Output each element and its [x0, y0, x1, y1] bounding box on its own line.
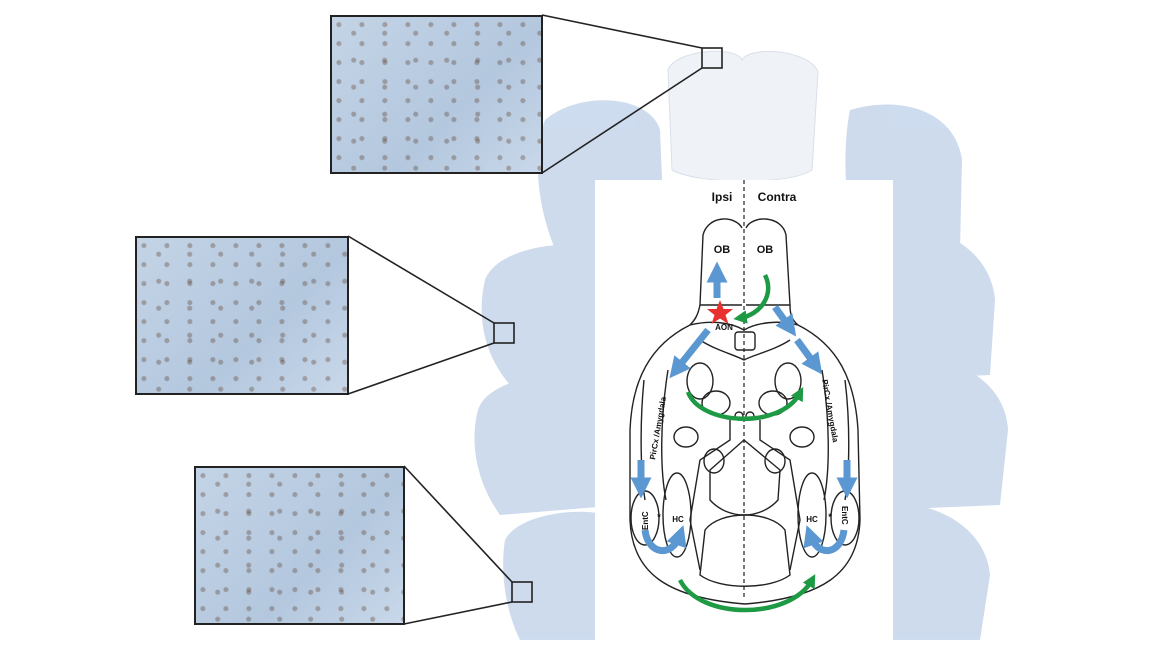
arrow-commissural-anterior [685, 387, 804, 422]
hc-right-label: HC [806, 515, 818, 524]
ipsi-label: Ipsi [712, 190, 733, 204]
injection-site-star-icon [707, 300, 733, 324]
arrow-contra-to-pircx-right [794, 337, 823, 375]
arrow-aon-to-pircx-left [669, 327, 711, 379]
asterisk-right: * [828, 512, 832, 522]
section-left-4 [503, 511, 618, 640]
section-left-2 [481, 244, 625, 385]
brain-outline [629, 304, 861, 605]
inset-marker-2 [493, 322, 515, 344]
ob-left-label: OB [714, 244, 731, 256]
micrograph-inset-2 [135, 236, 349, 395]
micrograph-inset-3 [194, 466, 405, 625]
micrograph-inset-1 [330, 15, 543, 174]
section-right-4 [870, 502, 990, 640]
inset-marker-1 [701, 47, 723, 69]
section-right-3 [880, 355, 1008, 510]
arrow-contra-ob-to-aon [733, 273, 771, 324]
inset-marker-3 [511, 581, 533, 603]
aon-label: AON [715, 323, 733, 332]
hc-left-region [662, 472, 692, 558]
olfactory-bulb-left [699, 218, 743, 306]
olfactory-bulb-right [745, 218, 791, 306]
arrow-commissural-posterior [677, 574, 816, 613]
hc-right-region [797, 472, 827, 558]
entc-right-label: EntC [840, 506, 849, 525]
section-right-2 [870, 225, 995, 380]
section-left-3 [474, 372, 622, 515]
ob-right-label: OB [757, 244, 774, 256]
hc-left-label: HC [672, 515, 684, 524]
contra-label: Contra [758, 190, 797, 204]
arrow-entc-to-hc-right [803, 525, 848, 555]
asterisk-left: * [657, 512, 661, 522]
arrow-entc-to-hc-left [641, 525, 687, 555]
entc-left-label: EntC [641, 511, 650, 530]
arrow-contra-ob-path-1 [772, 304, 797, 337]
